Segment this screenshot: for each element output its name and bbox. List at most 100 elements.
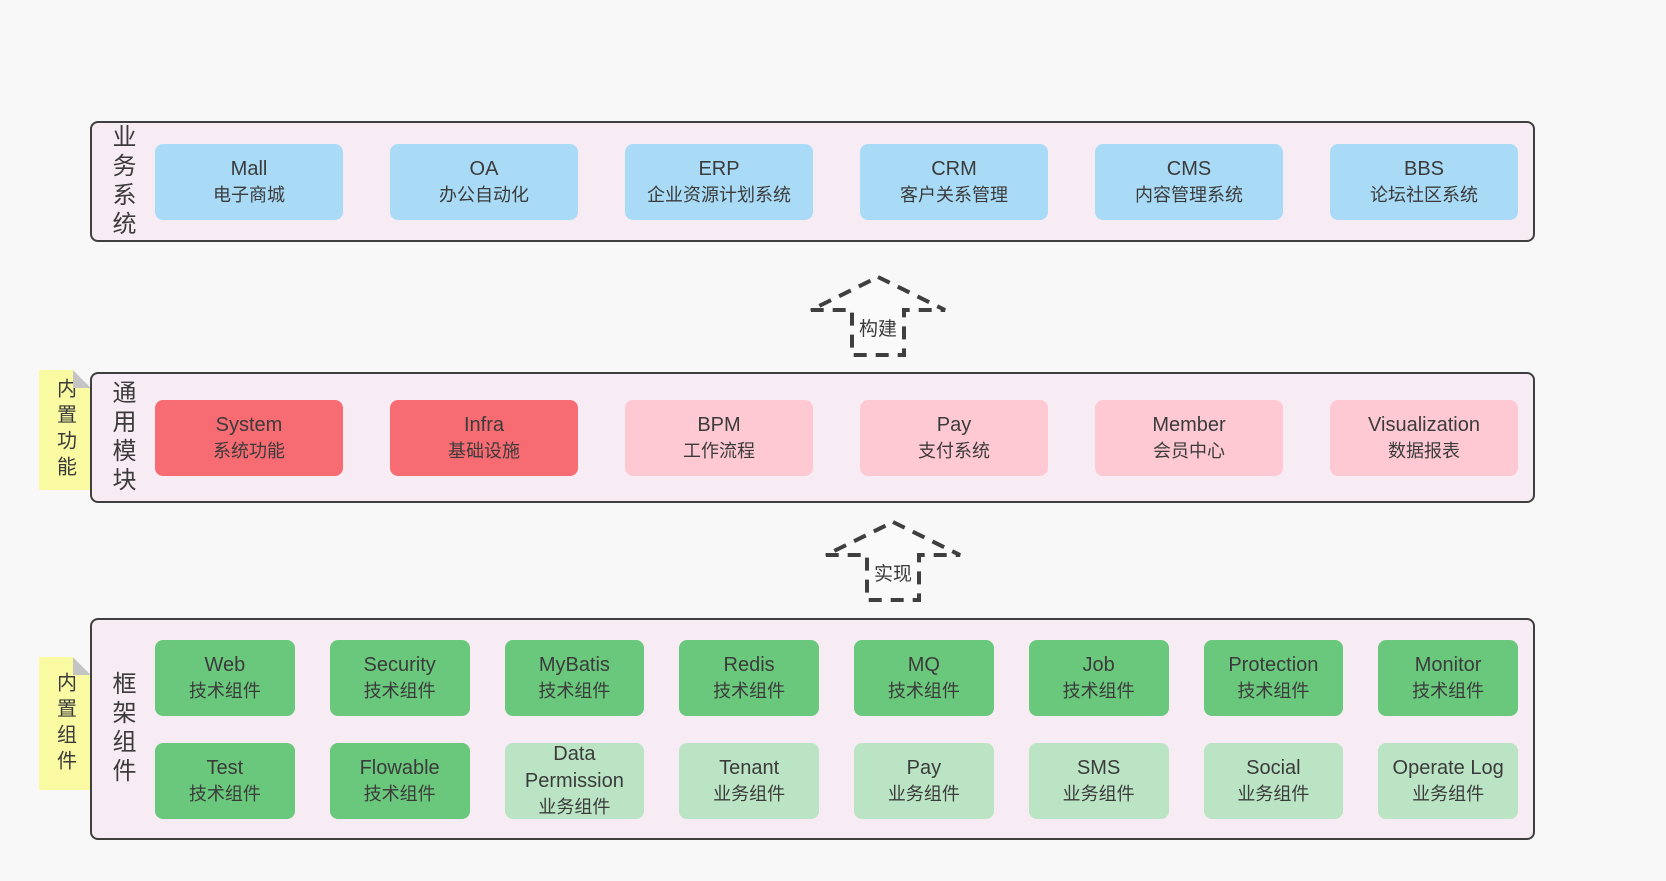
business-systems-panel: 业务系统 Mall 电子商城 OA 办公自动化 ERP 企业资源计划系统 CRM… [90, 121, 1535, 242]
box-bpm: BPM 工作流程 [625, 399, 813, 476]
box-mq: MQ 技术组件 [854, 639, 994, 716]
implement-arrow-label: 实现 [869, 559, 917, 586]
box-cms: CMS 内容管理系统 [1095, 143, 1283, 220]
box-name: Operate Log [1392, 756, 1504, 779]
box-desc: 业务组件 [1237, 783, 1310, 804]
box-member: Member 会员中心 [1095, 399, 1283, 476]
box-name: CMS [1166, 157, 1212, 180]
build-arrow: 构建 [808, 274, 948, 358]
box-name: Pay [906, 756, 942, 779]
box-desc: 技术组件 [363, 680, 436, 701]
box-name: MyBatis [538, 653, 610, 676]
box-operate-log: Operate Log 业务组件 [1378, 742, 1518, 819]
common-modules-panel: 通用模块 System 系统功能 Infra 基础设施 BPM 工作流程 Pay… [90, 372, 1535, 503]
box-tenant: Tenant 业务组件 [679, 742, 819, 819]
box-desc: 电子商城 [213, 184, 285, 205]
box-name: Member [1152, 413, 1226, 436]
box-desc: 技术组件 [1412, 680, 1485, 701]
box-desc: 支付系统 [918, 440, 990, 461]
box-desc: 企业资源计划系统 [647, 184, 791, 205]
sticky-note-text: 内置组件 [53, 671, 76, 776]
folded-corner-icon [73, 370, 91, 388]
box-name: BBS [1403, 157, 1445, 180]
sticky-note-builtin-components: 内置组件 [39, 657, 91, 790]
box-desc: 系统功能 [213, 440, 285, 461]
box-mybatis: MyBatis 技术组件 [504, 639, 645, 716]
components-box-row-2: Test 技术组件 Flowable 技术组件 Data Permission … [155, 742, 1518, 819]
framework-components-panel: 框架组件 Web 技术组件 Security 技术组件 MyBatis 技术组件… [90, 618, 1535, 840]
folded-corner-icon [73, 657, 91, 675]
box-infra: Infra 基础设施 [390, 399, 578, 476]
box-web: Web 技术组件 [155, 639, 295, 716]
box-name: Job [1082, 653, 1115, 676]
sticky-note-text: 内置功能 [53, 378, 76, 482]
box-pay-component: Pay 业务组件 [854, 742, 994, 819]
box-mall: Mall 电子商城 [155, 143, 343, 220]
sticky-note-builtin-features: 内置功能 [39, 370, 91, 490]
box-name: Test [206, 756, 244, 779]
box-desc: 技术组件 [363, 783, 436, 804]
components-box-row-1: Web 技术组件 Security 技术组件 MyBatis 技术组件 Redi… [155, 639, 1518, 716]
box-name: Protection [1228, 653, 1319, 676]
box-name: OA [469, 157, 499, 180]
box-social: Social 业务组件 [1203, 742, 1344, 819]
box-crm: CRM 客户关系管理 [860, 143, 1048, 220]
box-desc: 会员中心 [1153, 440, 1225, 461]
box-name: ERP [698, 157, 740, 180]
box-name: Tenant [719, 756, 780, 779]
build-arrow-label: 构建 [854, 314, 902, 341]
box-redis: Redis 技术组件 [679, 639, 819, 716]
box-desc: 业务组件 [1412, 783, 1485, 804]
box-desc: 技术组件 [1062, 680, 1135, 701]
box-name: Data Permission [524, 743, 624, 793]
box-desc: 技术组件 [1237, 680, 1310, 701]
box-name: Infra [463, 413, 505, 436]
box-desc: 客户关系管理 [900, 184, 1008, 205]
box-desc: 业务组件 [538, 797, 611, 818]
box-name: SMS [1076, 756, 1121, 779]
box-desc: 业务组件 [1062, 783, 1135, 804]
box-name: System [215, 413, 283, 436]
box-data-permission: Data Permission 业务组件 [504, 742, 645, 819]
box-name: Redis [723, 653, 775, 676]
box-monitor: Monitor 技术组件 [1378, 639, 1518, 716]
panel-label-components: 框架组件 [108, 671, 135, 787]
box-desc: 基础设施 [448, 440, 520, 461]
box-desc: 业务组件 [887, 783, 960, 804]
box-job: Job 技术组件 [1028, 639, 1169, 716]
box-desc: 技术组件 [713, 680, 786, 701]
box-desc: 论坛社区系统 [1370, 184, 1478, 205]
box-name: MQ [907, 653, 940, 676]
box-bbs: BBS 论坛社区系统 [1330, 143, 1518, 220]
box-security: Security 技术组件 [329, 639, 470, 716]
box-test: Test 技术组件 [155, 742, 295, 819]
box-desc: 技术组件 [887, 680, 960, 701]
box-name: CRM [931, 157, 977, 180]
box-desc: 办公自动化 [439, 184, 529, 205]
box-pay-module: Pay 支付系统 [860, 399, 1048, 476]
box-sms: SMS 业务组件 [1028, 742, 1169, 819]
business-box-row: Mall 电子商城 OA 办公自动化 ERP 企业资源计划系统 CRM 客户关系… [155, 143, 1518, 220]
panel-label-modules: 通用模块 [108, 379, 135, 496]
box-name: Monitor [1414, 653, 1482, 676]
box-name: BPM [697, 413, 741, 436]
box-desc: 技术组件 [188, 783, 261, 804]
box-desc: 工作流程 [683, 440, 755, 461]
panel-label-business: 业务系统 [108, 123, 135, 240]
box-name: Security [363, 653, 436, 676]
box-desc: 数据报表 [1388, 440, 1460, 461]
box-name: Web [204, 653, 246, 676]
box-desc: 内容管理系统 [1135, 184, 1243, 205]
modules-box-row: System 系统功能 Infra 基础设施 BPM 工作流程 Pay 支付系统… [155, 399, 1518, 476]
box-desc: 技术组件 [188, 680, 261, 701]
implement-arrow: 实现 [823, 519, 963, 603]
box-oa: OA 办公自动化 [390, 143, 578, 220]
box-erp: ERP 企业资源计划系统 [625, 143, 813, 220]
box-flowable: Flowable 技术组件 [329, 742, 470, 819]
box-name: Social [1246, 756, 1301, 779]
box-system: System 系统功能 [155, 399, 343, 476]
box-desc: 技术组件 [538, 680, 611, 701]
box-name: Mall [230, 157, 268, 180]
box-visualization: Visualization 数据报表 [1330, 399, 1518, 476]
